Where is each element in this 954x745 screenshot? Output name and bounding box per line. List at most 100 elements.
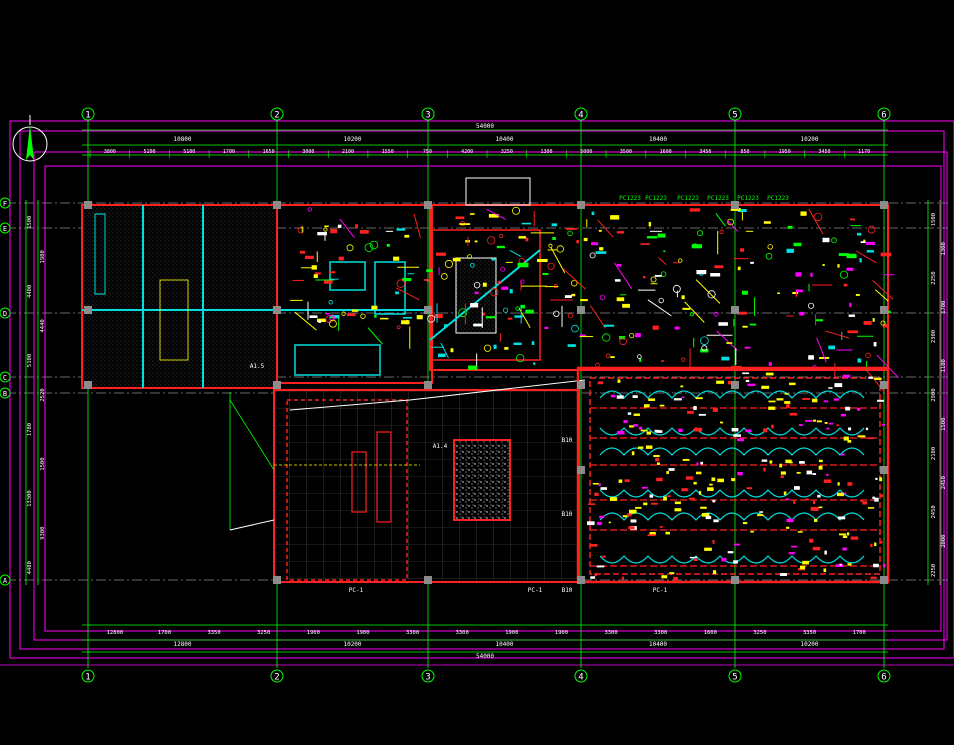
mep-tag (805, 420, 813, 422)
axis-label: 3 (425, 111, 430, 121)
mep-fixture (297, 226, 305, 234)
axis-bubble (270, 669, 284, 683)
mep-tag (648, 398, 656, 401)
mep-tag (627, 412, 632, 415)
mep-tag (695, 397, 703, 400)
dimension-label: 1500 (941, 418, 947, 431)
mep-tag (596, 565, 605, 568)
dimension-label: 2900 (931, 388, 937, 401)
mep-fixture (328, 300, 333, 305)
dimension-label: 850 (741, 149, 750, 155)
mep-tag (814, 519, 818, 522)
room-label: PC1223 (737, 195, 759, 202)
mep-tag (776, 398, 784, 401)
mep-fixture (831, 237, 837, 244)
mep-tag (872, 318, 875, 322)
mep-line (825, 330, 850, 339)
mep-line (339, 218, 355, 239)
mep-tag (652, 325, 659, 330)
mep-fixture (515, 306, 520, 311)
room-label: PC1223 (677, 195, 699, 202)
mep-tag (805, 498, 809, 501)
mep-tag (618, 479, 623, 483)
column-pad (424, 201, 432, 209)
dimension-label: 10800 (173, 136, 191, 143)
mep-fixture (672, 284, 681, 293)
dimension-label: 1170 (858, 149, 870, 155)
mep-line (695, 279, 721, 304)
mep-tag (808, 355, 814, 360)
mep-tag (643, 502, 648, 506)
mep-fixture (556, 245, 564, 253)
mep-fixture (341, 311, 346, 316)
mep-tag (509, 289, 513, 294)
mep-fixture (707, 290, 716, 299)
mep-tag (741, 290, 748, 295)
mep-tag (812, 500, 816, 505)
dimension-label: 5100 (144, 149, 156, 155)
mep-tag (649, 531, 656, 536)
mep-tag (656, 477, 663, 482)
mep-tag (474, 291, 479, 295)
room-label: A1.4 (433, 443, 448, 450)
mep-tag (786, 248, 795, 253)
room-label: B10 (562, 511, 573, 518)
mep-tag (360, 230, 369, 234)
mep-fixture (697, 230, 704, 237)
mep-tag (544, 326, 549, 329)
axis-bubble (0, 307, 11, 319)
mep-tag (880, 494, 883, 498)
mep-fixture (483, 344, 492, 352)
mep-tag (567, 344, 576, 347)
mep-tag (856, 407, 861, 411)
mep-line (597, 219, 614, 238)
dimension-label: 3800 (104, 149, 116, 155)
mep-tag (856, 232, 862, 236)
dimension-label: 5100 (183, 149, 195, 155)
mep-line (562, 267, 587, 290)
mep-tag (874, 542, 877, 547)
mep-tag (811, 398, 818, 403)
mep-fixture (567, 313, 573, 319)
dimension-label: 10400 (495, 136, 513, 143)
mep-line (614, 262, 633, 290)
mep-tag (817, 494, 821, 498)
mep-tag (713, 519, 719, 523)
axis-label: 1 (85, 111, 90, 121)
column-pad (731, 306, 739, 314)
mep-tag (537, 258, 548, 263)
room-label: PC-1 (528, 587, 543, 594)
mep-tag (815, 319, 824, 322)
mep-tag (868, 376, 873, 379)
dimension-label: 12800 (173, 641, 191, 648)
mep-tag (452, 257, 461, 262)
mep-tag (809, 538, 814, 543)
mep-tag (768, 362, 772, 366)
mep-tag (674, 501, 681, 505)
mep-tag (682, 307, 691, 310)
mep-fixture (499, 233, 504, 239)
mep-tag (761, 385, 770, 389)
mep-tag (737, 472, 743, 476)
mep-fixture (605, 353, 611, 358)
mep-tag (746, 487, 753, 490)
mep-tag (551, 223, 558, 227)
column-pad (880, 466, 888, 474)
mep-tag (657, 233, 666, 238)
mep-line (872, 280, 894, 300)
outer-frame (0, 120, 954, 666)
mep-fixture (307, 207, 312, 212)
dimension-label: 3250 (753, 630, 766, 636)
mep-tag (587, 521, 595, 526)
mep-tag (610, 394, 616, 398)
axis-bubble (574, 669, 588, 683)
mep-tag (761, 459, 768, 462)
dimension-label: 2100 (342, 149, 354, 155)
room-label: PC1223 (707, 195, 729, 202)
axis-label: 5 (732, 673, 737, 683)
mep-tag (780, 471, 786, 475)
mep-fixture (444, 259, 453, 269)
mep-tag (616, 395, 624, 399)
axis-bubble (877, 669, 891, 683)
mep-fixture (396, 325, 401, 330)
